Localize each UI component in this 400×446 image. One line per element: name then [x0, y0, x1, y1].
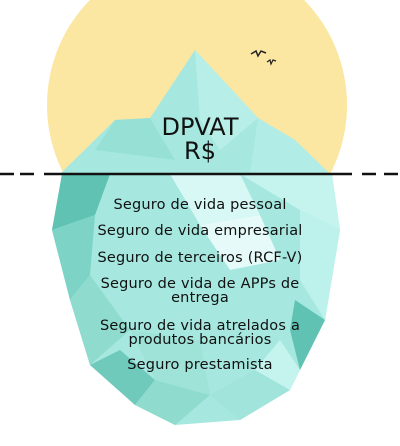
item-seguro-terceiros: Seguro de terceiros (RCF-V) — [97, 250, 303, 266]
item-seguro-vida-pessoal: Seguro de vida pessoal — [113, 197, 287, 213]
item-seguro-apps-entrega-line1: Seguro de vida de APPs de — [100, 276, 300, 292]
item-seguro-bancarios-line2: produtos bancários — [128, 332, 272, 348]
item-seguro-apps-entrega-line2: entrega — [171, 290, 229, 306]
tip-title: DPVAT — [161, 113, 239, 141]
item-seguro-vida-empresarial: Seguro de vida empresarial — [97, 223, 303, 239]
bird-icon — [266, 59, 277, 66]
iceberg-tip — [60, 50, 330, 174]
bird-icon — [250, 49, 267, 58]
item-seguro-prestamista: Seguro prestamista — [127, 357, 273, 373]
item-seguro-bancarios-line1: Seguro de vida atrelados a — [99, 318, 301, 334]
tip-subtitle: R$ — [184, 137, 216, 165]
iceberg-body — [52, 174, 340, 425]
